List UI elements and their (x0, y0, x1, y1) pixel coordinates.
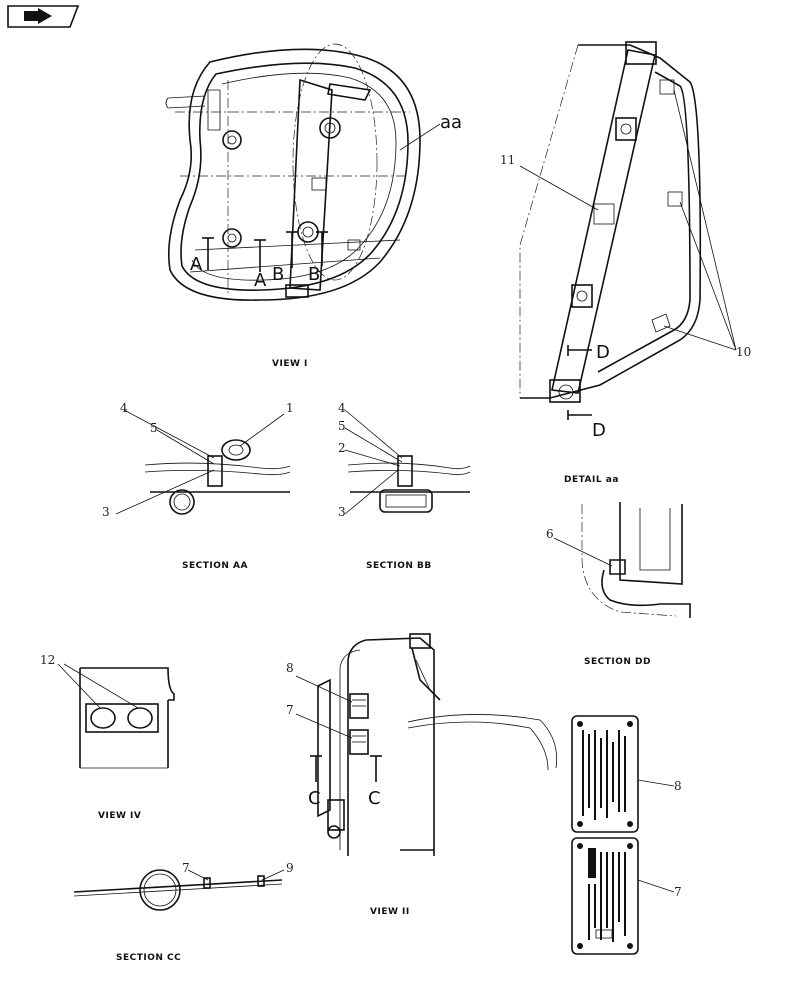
section-mark-c-right: C (368, 788, 381, 809)
callout-12: 12 (40, 653, 55, 667)
callout-8-plate: 8 (674, 779, 682, 793)
section-mark-a-left: A (190, 254, 203, 275)
view-iv-drawing (57, 663, 175, 769)
view-ii-title: VIEW II (370, 907, 410, 917)
detail-aa-label: aa (440, 112, 462, 133)
callout-5-aa: 5 (150, 421, 158, 435)
section-bb-title: SECTION BB (366, 561, 432, 571)
section-cc-drawing (73, 869, 285, 911)
callout-3-aa: 3 (102, 505, 110, 519)
callout-7-view-ii: 7 (286, 703, 294, 717)
callout-7-plate: 7 (674, 885, 682, 899)
section-aa-drawing (115, 409, 291, 515)
callout-8-view-ii: 8 (286, 661, 294, 675)
decal-plate-7 (571, 837, 675, 955)
section-mark-a-right: A (254, 270, 267, 291)
decal-plate-8 (571, 715, 675, 833)
section-mark-d-lower: D (592, 420, 606, 441)
section-cc-title: SECTION CC (116, 953, 181, 963)
section-mark-b-left: B (272, 264, 284, 285)
callout-10: 10 (736, 345, 751, 359)
section-aa-title: SECTION AA (182, 561, 248, 571)
callout-5-bb: 5 (338, 419, 346, 433)
callout-9: 9 (286, 861, 294, 875)
section-mark-c-left: C (308, 788, 321, 809)
section-mark-d-upper: D (596, 342, 610, 363)
callout-1-aa: 1 (286, 401, 294, 415)
callout-11: 11 (500, 153, 515, 167)
callout-4-bb: 4 (338, 401, 346, 415)
callout-2-bb: 2 (338, 441, 346, 455)
next-page-arrow-icon[interactable] (7, 5, 80, 28)
view-iv-title: VIEW IV (98, 811, 141, 821)
detail-aa-drawing (519, 41, 737, 420)
callout-4-aa: 4 (120, 401, 128, 415)
callout-6: 6 (546, 527, 554, 541)
section-dd-title: SECTION DD (584, 657, 651, 667)
detail-aa-title: DETAIL aa (564, 475, 619, 485)
section-bb-drawing (344, 409, 471, 515)
view-i-drawing (165, 43, 441, 301)
callout-7-cc: 7 (182, 861, 190, 875)
view-i-title: VIEW I (272, 359, 308, 369)
section-dd-drawing (553, 502, 691, 618)
section-mark-b-right: B (308, 264, 320, 285)
view-ii-drawing (295, 633, 558, 856)
callout-3-bb: 3 (338, 505, 346, 519)
